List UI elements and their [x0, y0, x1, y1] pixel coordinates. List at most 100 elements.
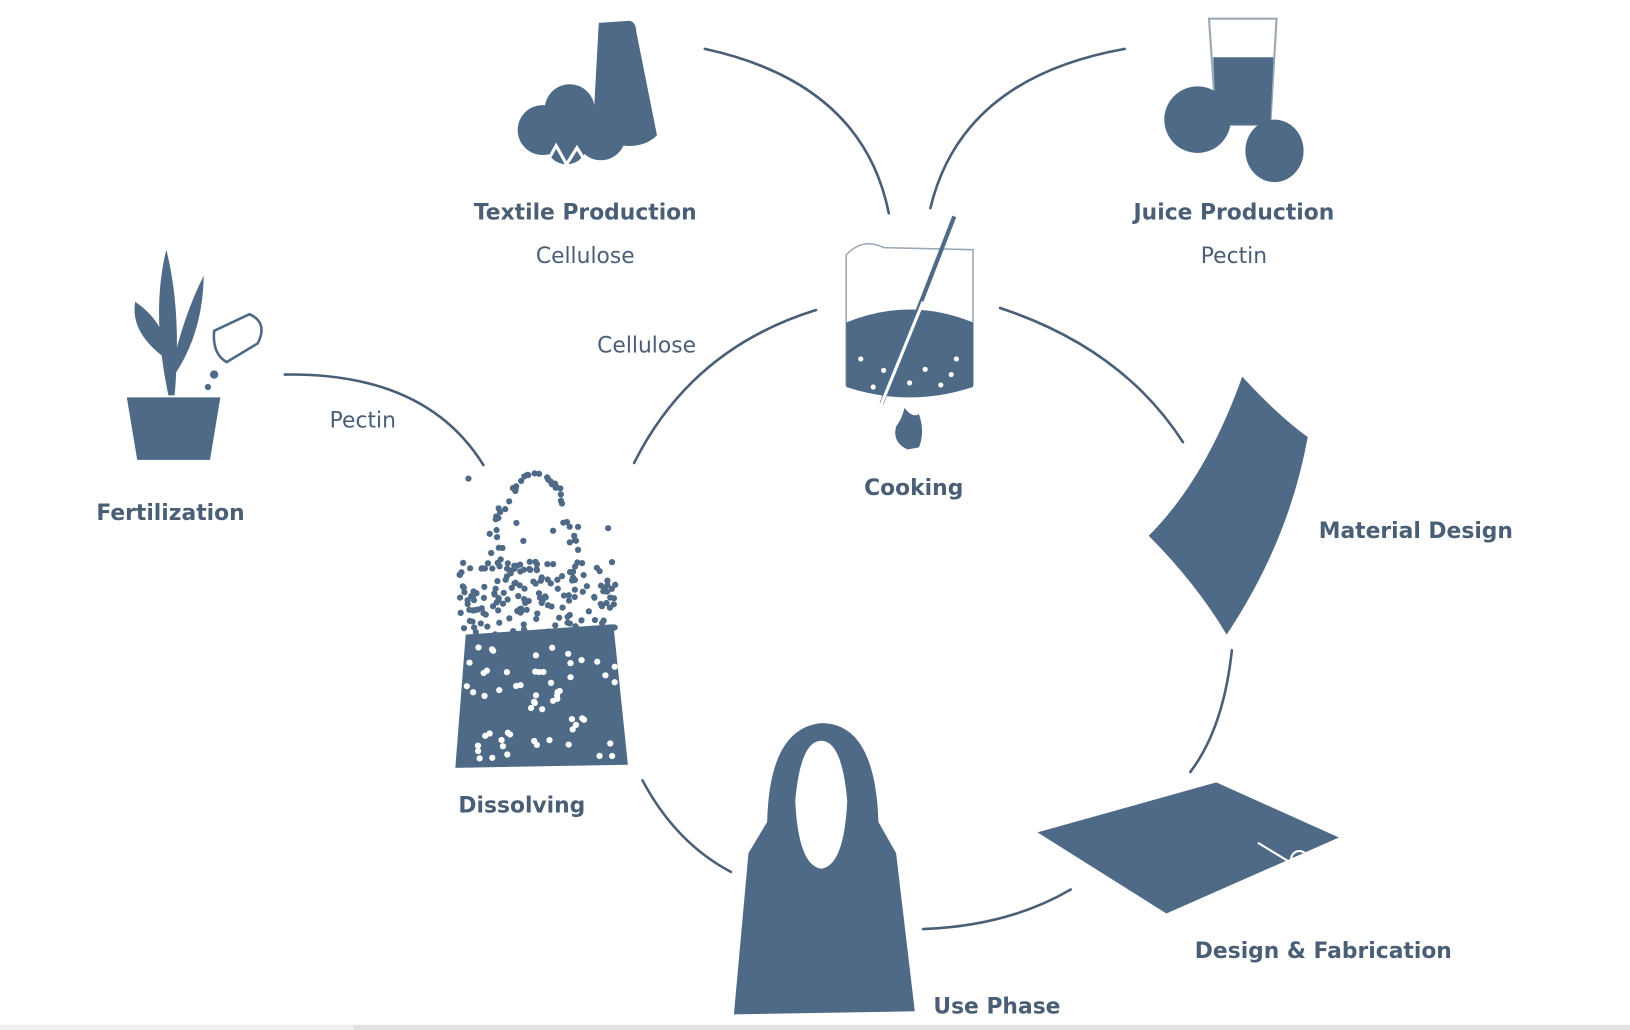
- particle-dot: [526, 565, 533, 573]
- particle-dot: [592, 633, 599, 640]
- particle-dot: [460, 625, 468, 632]
- particle-dot: [466, 659, 473, 666]
- particle-dot: [597, 582, 605, 589]
- tote-bag-icon: [733, 723, 915, 1015]
- particle-dot: [573, 624, 580, 632]
- particle-dot: [539, 706, 546, 713]
- particle-dot: [515, 592, 522, 600]
- particle-dot: [520, 626, 528, 633]
- particle-dot: [556, 614, 563, 621]
- particle-dot: [547, 679, 555, 686]
- particle-dot: [461, 589, 468, 596]
- particle-dot: [489, 754, 496, 761]
- particle-dot: [507, 567, 514, 574]
- particle-dot: [603, 599, 610, 607]
- particle-dot: [526, 558, 533, 565]
- particle-dot: [520, 537, 527, 545]
- particle-dot: [557, 491, 564, 498]
- particle-dot: [544, 560, 551, 568]
- particle-dot: [559, 604, 566, 611]
- particle-dot: [560, 519, 567, 526]
- particle-dot: [591, 594, 598, 601]
- particle-dot: [580, 634, 588, 641]
- particle-dot: [544, 628, 552, 635]
- particle-dot: [532, 652, 540, 659]
- particle-dot: [551, 633, 558, 640]
- particle-dot: [572, 537, 580, 544]
- particle-dot: [500, 589, 507, 596]
- particle-dot: [513, 682, 520, 690]
- cotton-spool-icon: [517, 20, 657, 168]
- particle-dot: [600, 617, 607, 624]
- particle-dot: [530, 698, 538, 705]
- particle-dot: [574, 546, 582, 553]
- particle-dot: [565, 597, 573, 604]
- particle-dot: [482, 732, 489, 739]
- particle-dot: [608, 558, 616, 566]
- particle-dot: [583, 583, 590, 590]
- particle-dot: [481, 692, 488, 700]
- particle-dot: [492, 516, 499, 523]
- particle-dot: [475, 644, 482, 651]
- particle-dot: [530, 578, 537, 585]
- node-label-use: Use Phase: [933, 994, 1060, 1019]
- node-label-material: Material Design: [1319, 519, 1513, 544]
- particle-dot: [579, 588, 586, 595]
- particle-dot: [565, 650, 572, 657]
- particle-dot: [470, 597, 478, 604]
- particle-dot: [600, 588, 607, 595]
- particle-dot: [542, 634, 550, 641]
- particle-dot: [504, 729, 511, 736]
- particle-dot: [557, 485, 564, 492]
- particle-dot: [549, 560, 557, 568]
- particle-dot: [567, 674, 574, 681]
- particle-dot: [480, 594, 488, 602]
- particle-dot: [578, 657, 585, 664]
- particle-dot: [535, 668, 543, 676]
- juice-fruit-icon: [1164, 17, 1304, 183]
- particle-dot: [572, 721, 580, 729]
- particle-dot: [494, 578, 501, 585]
- particle-dot: [465, 475, 472, 482]
- particle-dot: [554, 576, 561, 583]
- particle-dot: [612, 581, 619, 588]
- particle-dot: [560, 592, 568, 599]
- dissolving-bag-icon: [455, 470, 628, 768]
- particle-dot: [506, 498, 513, 505]
- particle-dot: [511, 580, 518, 587]
- particle-dot: [477, 620, 484, 627]
- particle-dot: [537, 577, 544, 584]
- particle-dot: [556, 687, 563, 695]
- particle-dot: [558, 573, 566, 580]
- particle-dot: [481, 583, 488, 590]
- particle-dot: [605, 525, 612, 532]
- particle-dot: [504, 560, 511, 567]
- particle-dot: [525, 597, 532, 605]
- particle-dot: [533, 615, 540, 623]
- particle-dot: [475, 747, 482, 755]
- particle-dot: [611, 663, 618, 670]
- particle-dot: [549, 527, 557, 534]
- node-sublabel-juice: Pectin: [1201, 244, 1267, 269]
- particle-dot: [518, 608, 525, 615]
- particle-dot: [520, 621, 527, 628]
- particle-dot: [498, 736, 505, 744]
- particle-dot: [491, 591, 498, 598]
- arc-fabrication-use: [921, 888, 1073, 931]
- particle-dot: [596, 568, 603, 575]
- particle-dot: [488, 549, 495, 557]
- particle-dot: [493, 599, 500, 606]
- particle-dot: [535, 470, 543, 477]
- particle-dot: [470, 588, 477, 595]
- particle-dot: [456, 594, 464, 601]
- particle-dot: [610, 595, 618, 602]
- arc-dissolving-fertilization: [283, 373, 485, 467]
- particle-dot: [566, 523, 573, 530]
- particle-dot: [579, 715, 586, 722]
- particle-dot: [471, 624, 478, 631]
- particle-dot: [604, 627, 611, 635]
- particle-dot: [604, 577, 611, 584]
- particle-dot: [510, 628, 517, 635]
- particle-dot: [517, 561, 524, 568]
- arc-textile-cooking: [703, 47, 891, 215]
